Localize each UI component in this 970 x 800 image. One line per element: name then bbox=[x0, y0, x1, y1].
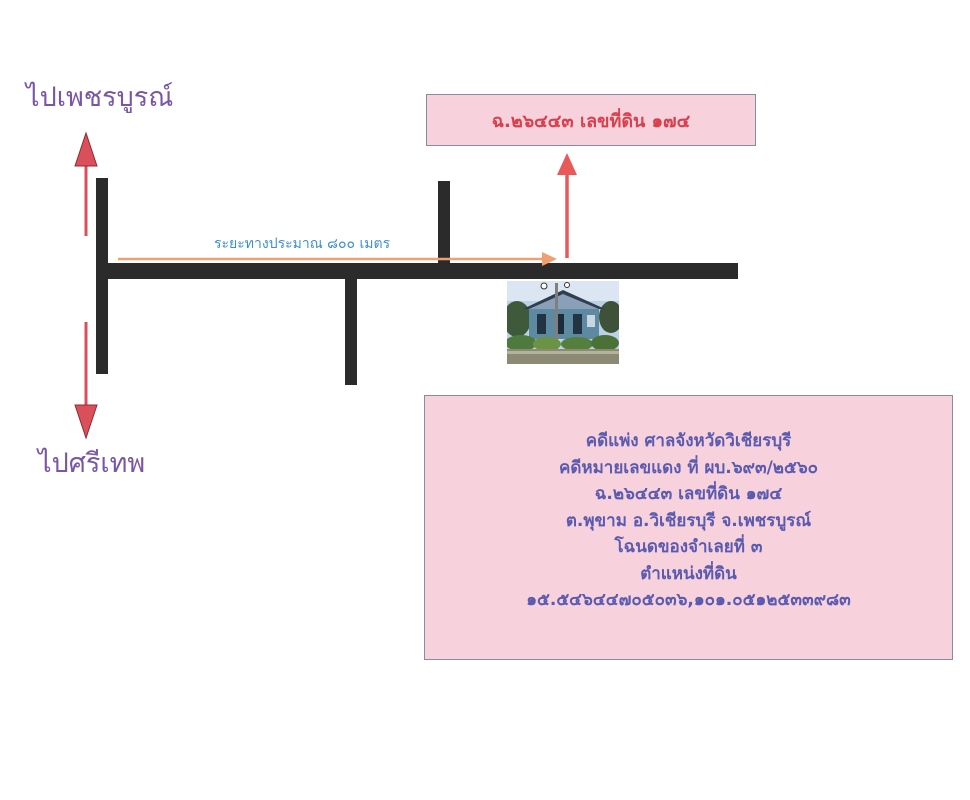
info-line-owner: โฉนดของจำเลยที่ ๓ bbox=[614, 537, 763, 557]
info-line-location-heading: ตำแหน่งที่ดิน bbox=[640, 563, 737, 584]
distance-label: ระยะทางประมาณ ๘๐๐ เมตร bbox=[214, 236, 391, 252]
house-photo bbox=[507, 281, 619, 364]
distance-arrow-icon bbox=[118, 252, 557, 266]
case-info-box: คดีแพ่ง ศาลจังหวัดวิเชียรบุรี คดีหมายเลข… bbox=[424, 395, 953, 660]
road-vertical-left bbox=[96, 178, 108, 374]
north-direction-label: ไปเพชรบูรณ์ bbox=[26, 82, 174, 113]
parcel-label-box: ฉ.๒๖๔๔๓ เลขที่ดิน ๑๗๔ bbox=[426, 94, 756, 146]
info-line-address: ต.พุขาม อ.วิเชียรบุรี จ.เพชรบูรณ์ bbox=[565, 510, 812, 531]
south-arrow-icon bbox=[74, 322, 98, 440]
info-line-court: คดีแพ่ง ศาลจังหวัดวิเชียรบุรี bbox=[585, 431, 792, 451]
road-main-horizontal bbox=[108, 263, 738, 279]
road-branch-down bbox=[345, 279, 357, 385]
south-direction-label: ไปศรีเทพ bbox=[38, 448, 146, 479]
north-arrow-icon bbox=[74, 131, 98, 236]
info-line-coordinates: ๑๕.๕๔๖๔๔๗๐๕๐๓๖,๑๐๑.๐๕๑๒๕๓๓๙๘๓ bbox=[526, 590, 851, 610]
info-line-deed: ฉ.๒๖๔๔๓ เลขที่ดิน ๑๗๔ bbox=[594, 484, 783, 504]
parcel-label: ฉ.๒๖๔๔๓ เลขที่ดิน ๑๗๔ bbox=[491, 110, 691, 132]
road-branch-up bbox=[438, 181, 450, 263]
info-line-case-number: คดีหมายเลขแดง ที่ ผบ.๖๙๓/๒๕๖๐ bbox=[558, 457, 819, 478]
parcel-arrow-icon bbox=[557, 153, 577, 258]
